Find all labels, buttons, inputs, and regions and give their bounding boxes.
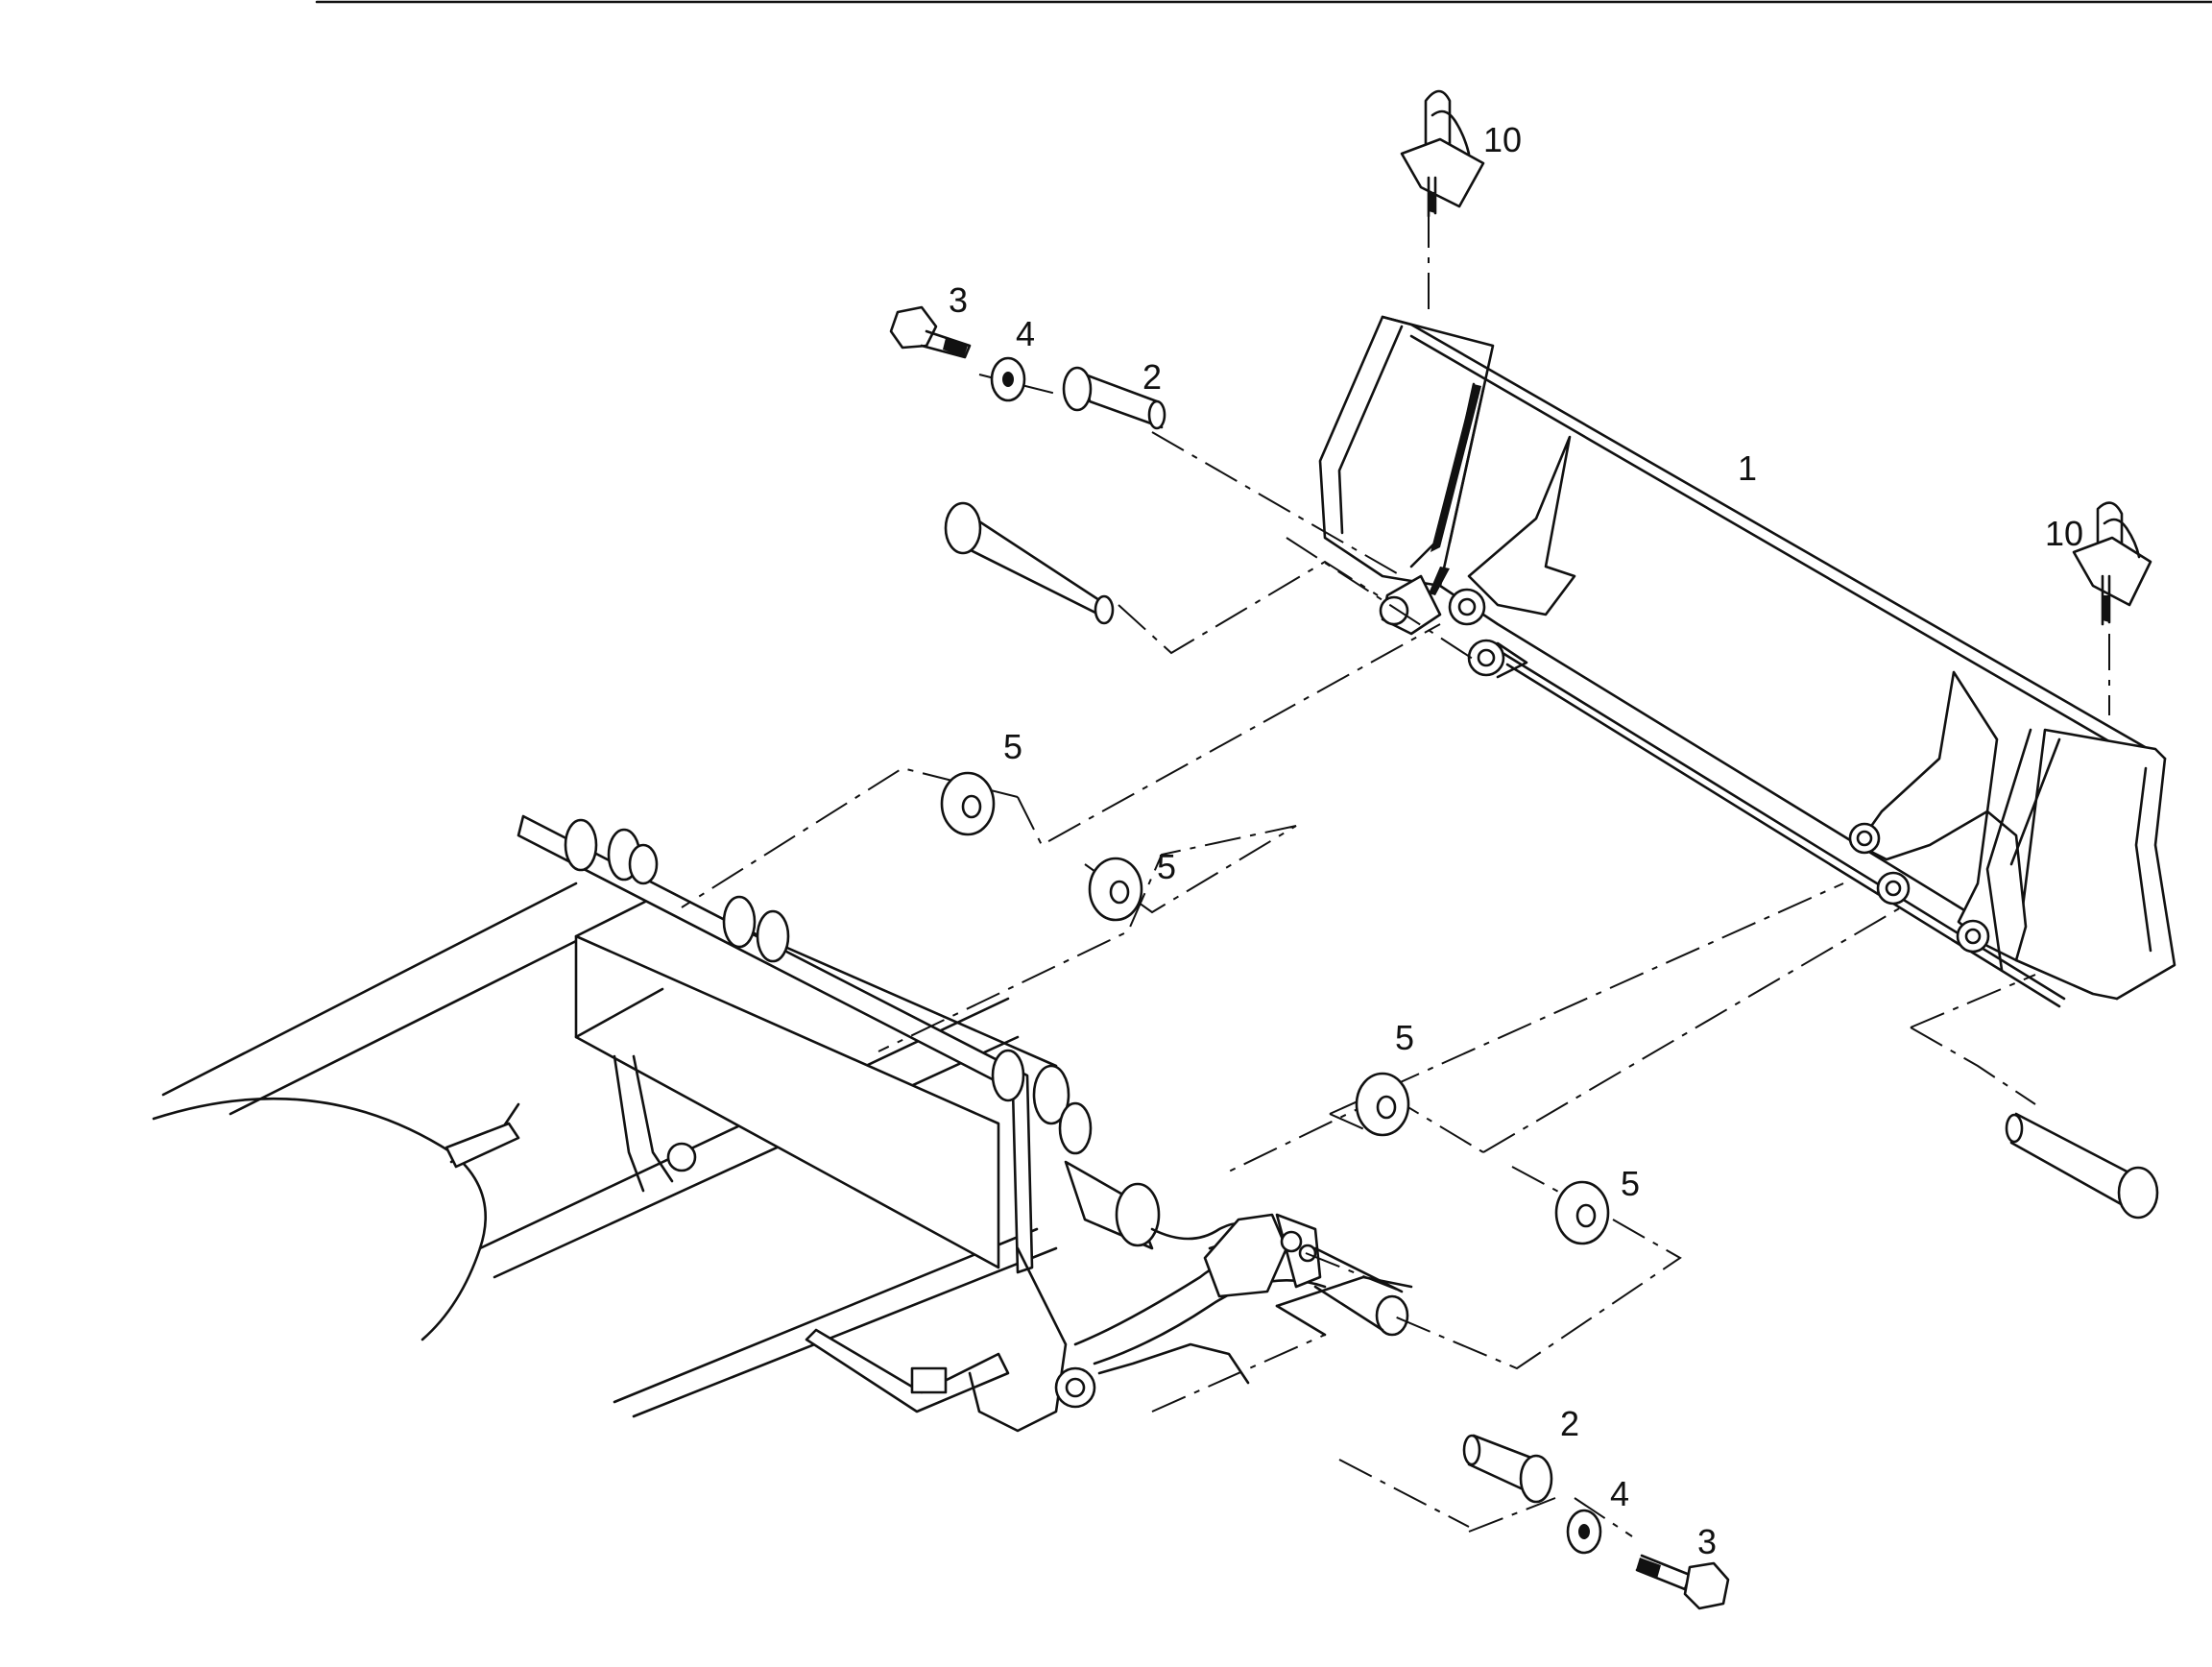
shim-b bbox=[1088, 857, 1143, 922]
pin-long-upper bbox=[944, 501, 1115, 625]
callout-2-top: 2 bbox=[1142, 357, 1162, 397]
pin-bottom bbox=[1462, 1434, 1553, 1504]
pin-top bbox=[1062, 366, 1166, 430]
lynch-pin-left bbox=[1400, 89, 1485, 218]
callout-3-bottom: 3 bbox=[1697, 1522, 1717, 1561]
callout-5-a: 5 bbox=[1003, 727, 1022, 766]
bucket-part-1 bbox=[1318, 315, 2176, 1008]
assembly-lines bbox=[681, 211, 2110, 1537]
callout-3-top: 3 bbox=[949, 280, 968, 320]
washer-top bbox=[990, 356, 1026, 402]
callout-5-c: 5 bbox=[1395, 1018, 1414, 1057]
bolt-top bbox=[889, 305, 972, 359]
callout-labels: 1 2 2 3 3 4 4 5 5 5 5 10 10 bbox=[949, 120, 2083, 1561]
callout-1: 1 bbox=[1738, 448, 1757, 488]
callout-10-right: 10 bbox=[2045, 514, 2083, 553]
callout-10-left: 10 bbox=[1483, 120, 1522, 159]
shim-d bbox=[1554, 1180, 1610, 1245]
callout-5-b: 5 bbox=[1157, 847, 1176, 886]
shim-a bbox=[940, 771, 996, 836]
pin-long-lower bbox=[2005, 1112, 2159, 1220]
callout-4-bottom: 4 bbox=[1610, 1474, 1629, 1513]
shim-c bbox=[1355, 1072, 1410, 1137]
callout-4-top: 4 bbox=[1016, 314, 1035, 353]
loader-frame bbox=[152, 814, 1413, 1433]
callout-2-bottom: 2 bbox=[1560, 1404, 1579, 1443]
bolt-bottom bbox=[1635, 1554, 1730, 1610]
washer-bottom bbox=[1566, 1509, 1602, 1555]
lynch-pin-right bbox=[2072, 501, 2152, 626]
callout-5-d: 5 bbox=[1621, 1164, 1640, 1203]
